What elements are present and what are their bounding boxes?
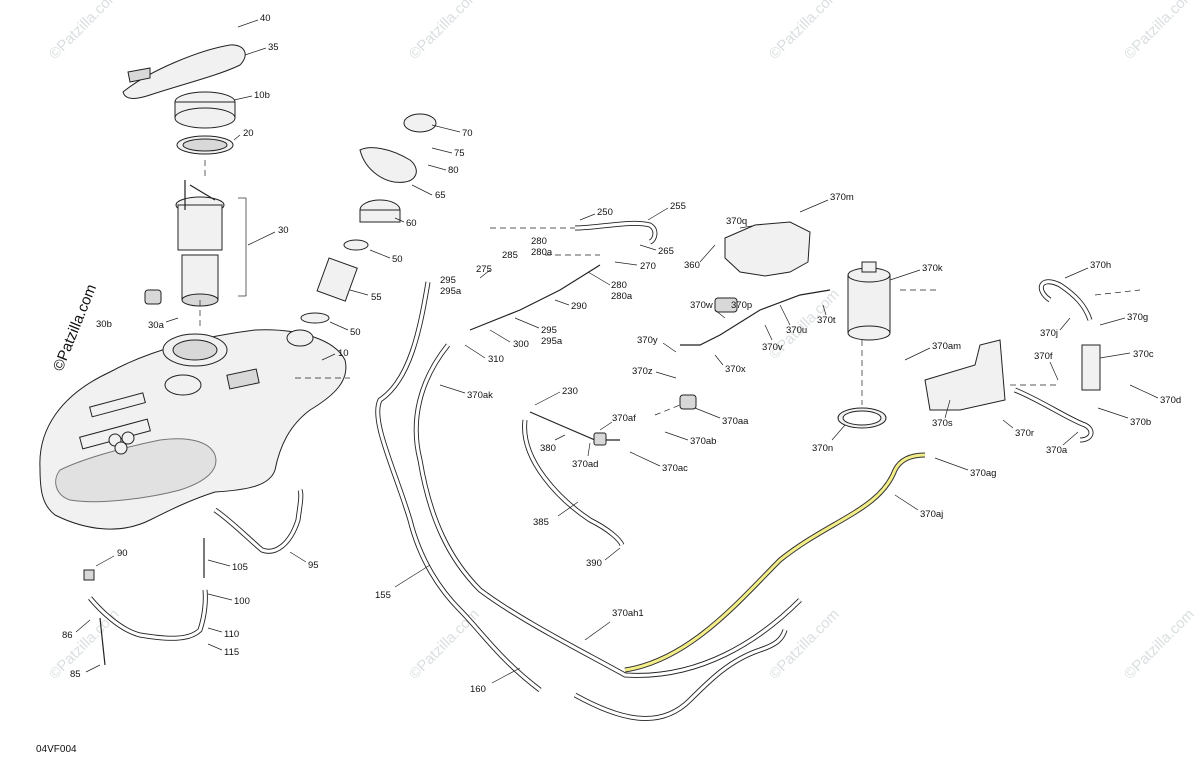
callout-label: 30 (278, 225, 289, 236)
callout-label: 370m (830, 192, 854, 203)
callout-label: 300 (513, 339, 529, 350)
callout-label: 50 (350, 327, 361, 338)
callout-label: 85 (70, 669, 81, 680)
callout-label: 105 (232, 562, 248, 573)
callout-label: 155 (375, 590, 391, 601)
callout-label: 370aa (722, 416, 749, 427)
callout-label: 370h (1090, 260, 1111, 271)
callout-label: 285 (502, 250, 518, 261)
watermark: ©Patzilla.com (406, 606, 483, 683)
callout-label: 100 (234, 596, 250, 607)
callout-label: 295a (440, 286, 462, 297)
callout-label: 370w (690, 300, 713, 311)
callout-label: 370s (932, 418, 953, 429)
callout-label: 60 (406, 218, 417, 229)
callout-label: 90 (117, 548, 128, 559)
callout-label: 95 (308, 560, 319, 571)
callout-label: 370ab (690, 436, 716, 447)
callout-label: 370r (1015, 428, 1034, 439)
callout-label: 290 (571, 301, 587, 312)
tank-straps (83, 489, 304, 666)
watermark: ©Patzilla.com (406, 0, 483, 63)
callout-label: 370ak (467, 390, 493, 401)
callout-label: 370f (1034, 351, 1053, 362)
callout-label: 270 (640, 261, 656, 272)
callout-label: 55 (371, 292, 382, 303)
filler-assembly (300, 113, 437, 324)
callout-label: 310 (488, 354, 504, 365)
callout-label: 370am (932, 341, 961, 352)
callout-label: 20 (243, 128, 254, 139)
callout-label: 280 (531, 236, 547, 247)
callout-label: 370af (612, 413, 636, 424)
callout-label: 370c (1133, 349, 1154, 360)
callout-label: 370z (632, 366, 653, 377)
callout-label: 370t (817, 315, 836, 326)
callout-label: 10 (338, 348, 349, 359)
fuel-pump-assembly (122, 44, 247, 307)
callout-label: 65 (435, 190, 446, 201)
callout-label: 370ac (662, 463, 688, 474)
callout-label: 70 (462, 128, 473, 139)
callout-label: 370x (725, 364, 746, 375)
callout-label: 80 (448, 165, 459, 176)
callout-label: 265 (658, 246, 674, 257)
callout-label: 370j (1040, 328, 1058, 339)
callout-label: 35 (268, 42, 279, 53)
callout-label: 385 (533, 517, 549, 528)
callout-label: 75 (454, 148, 465, 159)
callout-label: 295 (541, 325, 557, 336)
callout-label: 295a (541, 336, 563, 347)
callouts: 40 35 10b 20 30 30b 30a 10 70 75 80 65 6… (62, 13, 1181, 695)
watermark: ©Patzilla.com (46, 0, 123, 63)
callout-label: 360 (684, 260, 700, 271)
hoses (375, 220, 1094, 721)
callout-label: 30b (96, 319, 112, 330)
callout-label: 230 (562, 386, 578, 397)
callout-label: 50 (392, 254, 403, 265)
side-copyright-text: ©Patzilla.com (50, 282, 100, 374)
fuel-tank (39, 329, 347, 530)
callout-label: 370ag (970, 468, 996, 479)
watermark: ©Patzilla.com (1121, 606, 1198, 683)
callout-label: 280 (611, 280, 627, 291)
callout-label: 370q (726, 216, 747, 227)
callout-label: 280a (611, 291, 633, 302)
callout-label: 370b (1130, 417, 1151, 428)
alignment-lines (199, 160, 1141, 416)
watermark: ©Patzilla.com (766, 0, 843, 63)
callout-label: 115 (224, 647, 239, 658)
diagram-code: 04VF004 (36, 744, 77, 755)
callout-label: 255 (670, 201, 686, 212)
callout-label: 370g (1127, 312, 1148, 323)
evap-components (593, 221, 1101, 446)
callout-label: 40 (260, 13, 271, 24)
callout-label: 370k (922, 263, 943, 274)
callout-label: 370a (1046, 445, 1068, 456)
callout-label: 370aj (920, 509, 943, 520)
callout-label: 370ad (572, 459, 598, 470)
callout-label: 390 (586, 558, 602, 569)
callout-label: 370p (731, 300, 752, 311)
callout-label: 370ah1 (612, 608, 644, 619)
callout-label: 110 (224, 629, 239, 640)
callout-label: 275 (476, 264, 492, 275)
callout-label: 160 (470, 684, 486, 695)
callout-label: 10b (254, 90, 270, 101)
callout-label: 380 (540, 443, 556, 454)
callout-label: 370u (786, 325, 807, 336)
callout-label: 250 (597, 207, 613, 218)
callout-label: 30a (148, 320, 165, 331)
callout-label: 86 (62, 630, 73, 641)
callout-label: 295 (440, 275, 456, 286)
callout-label: 370v (762, 342, 783, 353)
watermark: ©Patzilla.com (1121, 0, 1198, 63)
callout-label: 280a (531, 247, 553, 258)
callout-label: 370y (637, 335, 658, 346)
callout-label: 370d (1160, 395, 1181, 406)
callout-label: 370n (812, 443, 833, 454)
